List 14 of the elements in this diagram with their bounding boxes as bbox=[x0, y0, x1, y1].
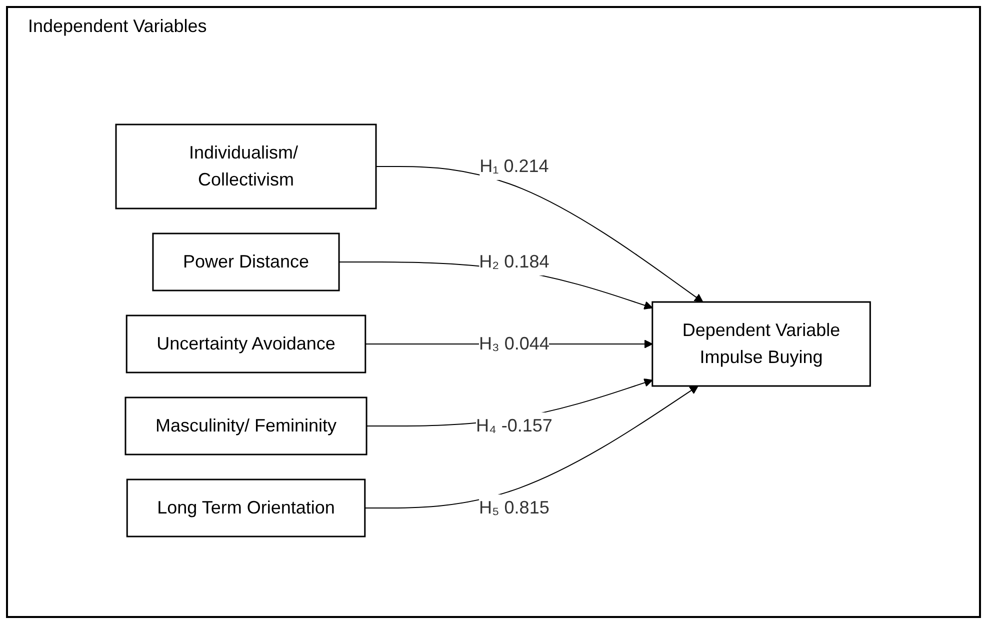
node-box: Long Term Orientation bbox=[126, 478, 366, 538]
arrow bbox=[376, 166, 704, 302]
edge-label: H₄ -0.157 bbox=[476, 416, 553, 436]
node-box: Masculinity/ Femininity bbox=[125, 396, 368, 456]
edge-label: H₃ 0.044 bbox=[479, 334, 550, 354]
edge-label: H₂ 0.184 bbox=[480, 252, 550, 272]
arrow bbox=[364, 386, 699, 508]
edge-label: H₁ 0.214 bbox=[480, 156, 550, 176]
node-box: Dependent Variable Impulse Buying bbox=[652, 301, 872, 387]
group-heading: Independent Variables bbox=[28, 16, 208, 37]
node-box: Uncertainty Avoidance bbox=[126, 314, 367, 374]
node-box: Power Distance bbox=[152, 232, 340, 292]
node-box: Individualism/ Collectivism bbox=[116, 124, 378, 210]
edge-label: H₅ 0.815 bbox=[479, 498, 550, 518]
